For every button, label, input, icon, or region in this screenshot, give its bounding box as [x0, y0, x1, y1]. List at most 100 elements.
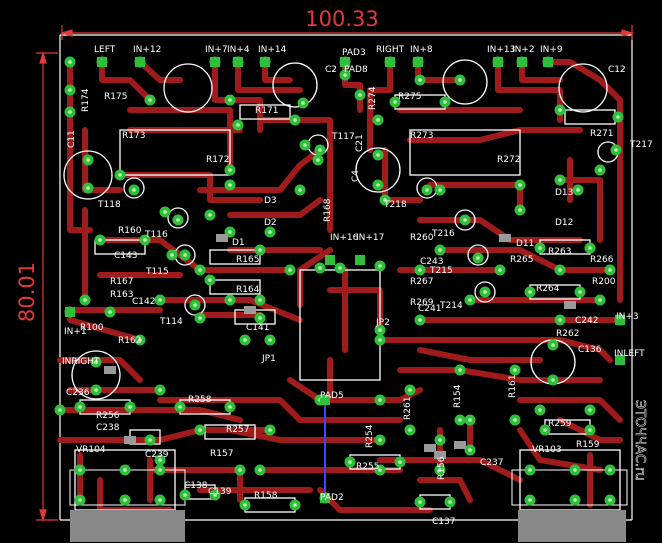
pad-layer [54, 56, 626, 511]
pad-hole [573, 468, 577, 472]
label-c139: C139 [208, 487, 232, 497]
pad-hole [378, 438, 382, 442]
label-r162: R162 [118, 336, 141, 346]
label-t215: T215 [429, 266, 453, 276]
label-c137: C137 [432, 517, 455, 527]
label-r156: R156 [437, 456, 447, 480]
label-r272: R272 [497, 155, 520, 165]
pad-hole [338, 266, 342, 270]
pad-hole [518, 183, 522, 187]
pad-hole [258, 468, 262, 472]
smd-pad [244, 306, 256, 314]
square-pad [233, 57, 243, 67]
label-r163: R163 [110, 290, 133, 300]
label-r174: R174 [81, 88, 91, 112]
pad-hole [398, 460, 402, 464]
label-t217: T217 [629, 140, 653, 150]
square-pad [543, 57, 553, 67]
pad-hole [123, 498, 127, 502]
width-dimension-label: 100.33 [305, 7, 378, 31]
pad-hole [108, 310, 112, 314]
smd-pad [104, 366, 116, 374]
square-pad [385, 57, 395, 67]
label-pad2: PAD2 [320, 493, 344, 503]
pad-hole [608, 268, 612, 272]
pad-hole [538, 408, 542, 412]
pad-hole [438, 468, 442, 472]
label-r261: R261 [403, 397, 413, 420]
pad-hole [68, 88, 72, 92]
pad-hole [358, 93, 362, 97]
pad-hole [408, 388, 412, 392]
pad-hole [513, 418, 517, 422]
dimension-height [36, 50, 58, 523]
label-c241: C241 [418, 304, 441, 314]
pad-hole [468, 298, 472, 302]
pad-hole [238, 468, 242, 472]
label-in2: IN+2 [512, 45, 535, 55]
pad-hole [58, 408, 62, 412]
label-in12: IN+12 [133, 45, 161, 55]
pad-hole [158, 458, 162, 462]
label-c239: C239 [145, 450, 169, 460]
label-in16: IN+16 [330, 233, 359, 243]
smd-pad [454, 441, 466, 449]
label-r173: R173 [122, 131, 145, 141]
component-labels: LEFT IN+12 IN+7 IN+4 IN+14 PAD3 C2 PAD8 … [62, 45, 653, 527]
label-r274: R274 [368, 86, 378, 110]
pad-hole [68, 110, 72, 114]
pad-hole [123, 468, 127, 472]
label-right: RIGHT [376, 45, 405, 55]
pad-hole [228, 405, 232, 409]
label-jp1: JP1 [261, 354, 276, 364]
pad-hole [268, 230, 272, 234]
label-d1: D1 [232, 238, 245, 248]
pad-hole [236, 123, 240, 127]
square-pad [135, 57, 145, 67]
square-pad [210, 57, 220, 67]
square-pad [65, 307, 75, 317]
pad-hole [528, 290, 532, 294]
pad-hole [378, 338, 382, 342]
pad-hole [293, 118, 297, 122]
pad-hole [448, 500, 452, 504]
pad-hole [458, 78, 462, 82]
pad-hole [118, 173, 122, 177]
pad-hole [393, 100, 397, 104]
square-pad [320, 395, 330, 405]
label-r100: R100 [80, 323, 104, 333]
pad-hole [616, 115, 620, 119]
pad-hole [78, 405, 82, 409]
pad-hole [418, 500, 422, 504]
label-vr103: VR103 [532, 445, 562, 455]
pad-hole [228, 183, 232, 187]
label-c242: C242 [575, 316, 598, 326]
smd-pad [564, 301, 576, 309]
pad-hole [258, 316, 262, 320]
label-r264: R264 [536, 284, 560, 294]
square-pad [260, 57, 270, 67]
pad-hole [528, 468, 532, 472]
pad-hole [608, 498, 612, 502]
pad-hole [68, 60, 72, 64]
label-in8: IN+8 [410, 45, 433, 55]
label-d11: D11 [516, 239, 534, 249]
label-pad5: PAD5 [320, 391, 344, 401]
label-r256: R256 [96, 411, 120, 421]
pad-hole [94, 388, 98, 392]
label-r167: R167 [110, 277, 133, 287]
label-r266: R266 [590, 255, 614, 265]
pad-hole [198, 316, 202, 320]
pad-hole [303, 143, 307, 147]
label-in1: IN+1 [64, 327, 87, 337]
pad-hole [558, 178, 562, 182]
label-in14: IN+14 [258, 45, 287, 55]
pad-hole [138, 338, 142, 342]
pad-hole [558, 268, 562, 272]
pad-hole [94, 360, 98, 364]
label-r164: R164 [236, 285, 260, 295]
pad-hole [376, 153, 380, 157]
label-r175: R175 [104, 92, 127, 102]
pad-hole [158, 388, 162, 392]
pad-hole [425, 188, 429, 192]
